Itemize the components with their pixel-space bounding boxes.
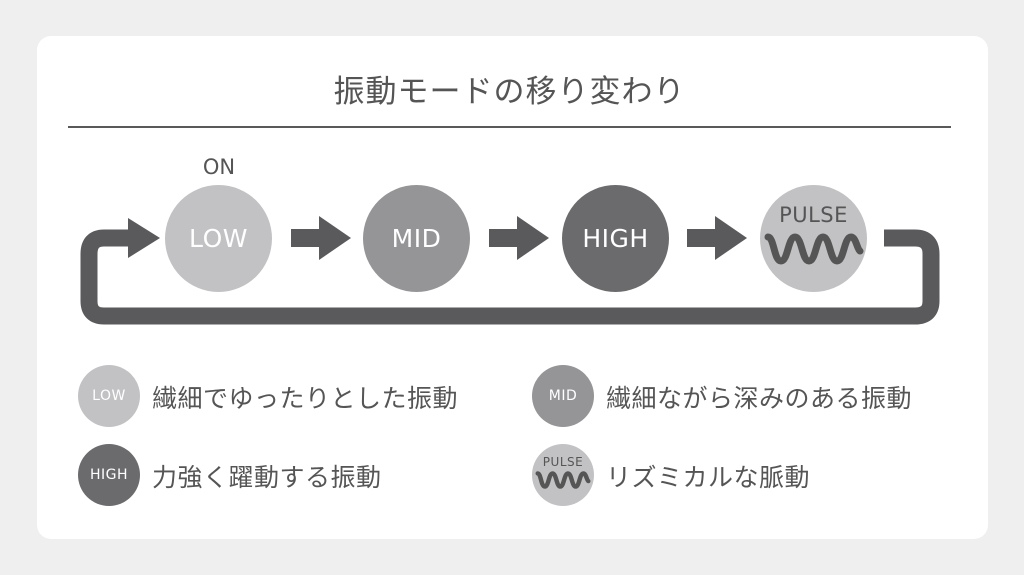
legend-low-mode: LOW <box>92 388 126 404</box>
return-loop-arrowhead <box>128 218 160 258</box>
legend-high-mode: HIGH <box>89 467 129 483</box>
legend-high-circle: HIGH <box>78 444 140 506</box>
diagram-title: 振動モードの移り変わり <box>333 74 686 110</box>
arrow-mid-to-high <box>489 216 549 260</box>
on-label: ON <box>202 155 236 179</box>
legend-pulse-circle: PULSE <box>532 444 594 506</box>
legend-high-description: 力強く躍動する振動 <box>152 463 382 492</box>
arrow-low-to-mid <box>291 216 351 260</box>
legend-pulse-description: リズミカルな脈動 <box>606 463 811 492</box>
legend-mid-mode: MID <box>548 388 578 404</box>
legend-pulse-wave-icon <box>535 471 591 489</box>
pulse-wave-icon <box>764 233 863 265</box>
mode-pulse-label: PULSE <box>779 203 848 227</box>
arrow-high-to-pulse <box>687 216 747 260</box>
mode-low-circle: LOW <box>165 185 272 292</box>
mode-pulse-circle: PULSE <box>760 185 867 292</box>
mode-high-label: HIGH <box>582 224 649 253</box>
mode-high-circle: HIGH <box>562 185 669 292</box>
legend-pulse-mode: PULSE <box>542 455 584 469</box>
mode-mid-circle: MID <box>363 185 470 292</box>
legend-low-description: 繊細でゆったりとした振動 <box>152 384 459 413</box>
title-divider <box>68 126 951 128</box>
legend-mid-description: 繊細ながら深みのある振動 <box>606 384 913 413</box>
mode-low-label: LOW <box>189 224 248 253</box>
legend-mid-circle: MID <box>532 365 594 427</box>
legend-low-circle: LOW <box>78 365 140 427</box>
return-loop-line <box>80 229 940 325</box>
mode-mid-label: MID <box>391 224 442 253</box>
